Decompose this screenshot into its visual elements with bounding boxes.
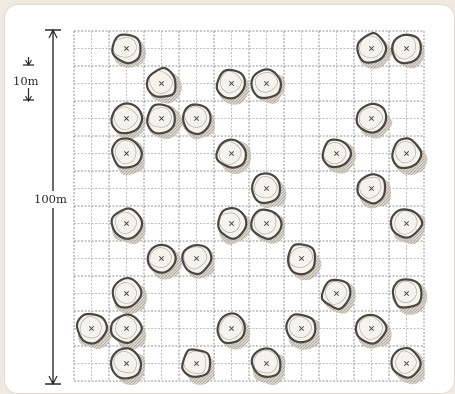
tree-24: [113, 278, 147, 314]
tree-5: [217, 70, 250, 105]
tree-8: [147, 105, 183, 140]
tree-crown: [288, 244, 315, 274]
tree-22: [182, 245, 214, 279]
tree-17: [112, 208, 146, 244]
tree-30: [286, 314, 319, 349]
tree-21: [147, 245, 182, 280]
tree-20: [391, 209, 425, 244]
tree-2: [357, 33, 392, 69]
tree-28: [111, 315, 146, 351]
tree-18: [218, 208, 251, 245]
figure-panel: 100m 10m: [4, 4, 455, 394]
tree-15: [252, 173, 286, 208]
tree-10: [357, 104, 393, 138]
tree-31: [356, 315, 392, 349]
tree-32: [111, 348, 145, 385]
tree-35: [392, 348, 425, 384]
tree-spacing-diagram: 100m 10m: [5, 5, 454, 393]
small-scale-label: 10m: [13, 74, 39, 88]
tree-34: [252, 348, 286, 385]
tree-12: [216, 140, 251, 174]
tree-33: [181, 349, 214, 384]
tree-19: [251, 210, 285, 244]
tree-1: [112, 35, 146, 68]
large-scale-label: 100m: [34, 192, 67, 206]
tree-25: [321, 280, 355, 314]
tree-16: [357, 174, 390, 208]
tree-crown: [147, 68, 175, 97]
tree-11: [112, 138, 145, 175]
tree-27: [77, 314, 112, 349]
tree-4: [147, 68, 182, 104]
tree-9: [181, 105, 214, 140]
tree-29: [218, 313, 251, 349]
tree-26: [392, 279, 427, 315]
tree-14: [391, 138, 427, 175]
trees: [77, 33, 427, 385]
tree-6: [252, 69, 285, 103]
tree-3: [392, 35, 424, 69]
tree-13: [323, 140, 356, 174]
tree-23: [287, 244, 322, 280]
tree-7: [112, 104, 146, 140]
scale-bars: 100m 10m: [13, 30, 67, 384]
